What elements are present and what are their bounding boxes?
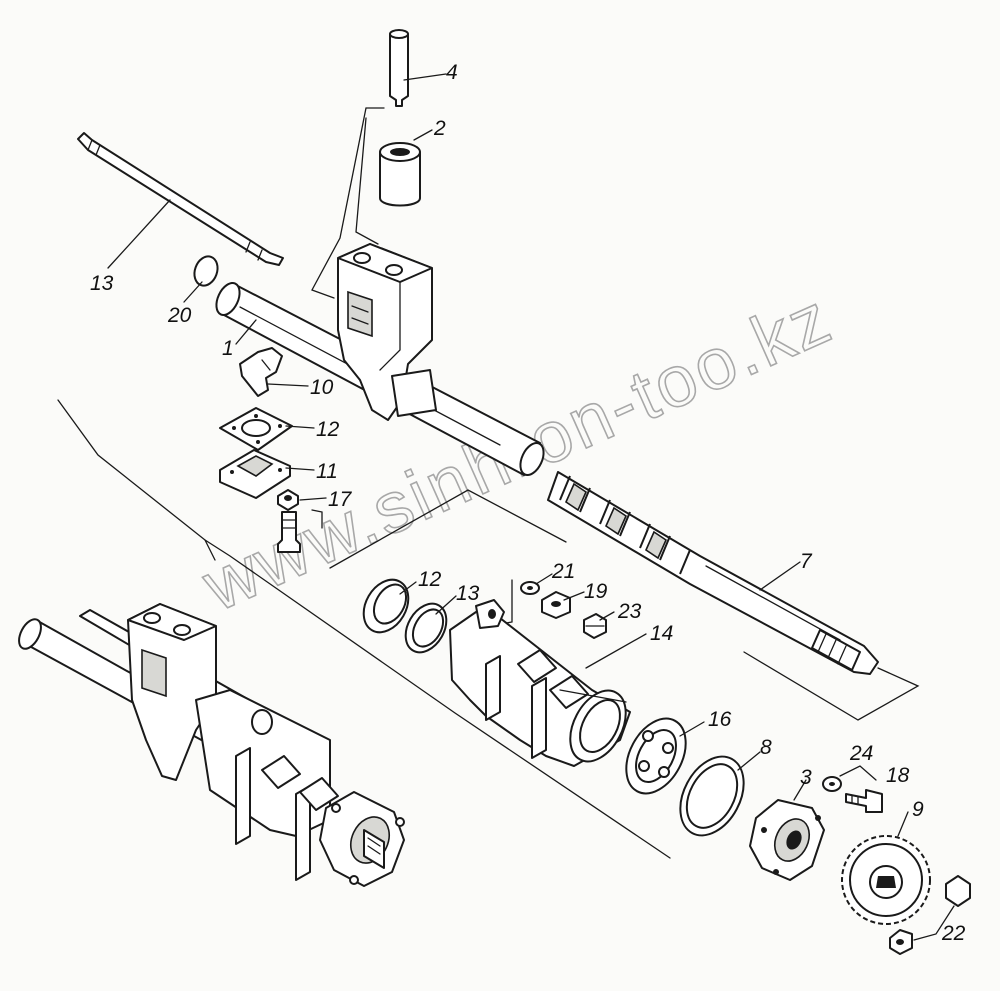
callout-labels: 4 2 13 20 1 10 12 11 17 7 21 19 12 13 23… [90,61,966,945]
part-13-ring [404,602,448,654]
leader-bushing-bracket [355,117,379,245]
part-20-ring [193,255,219,287]
callout-13-rod: 13 [90,272,114,295]
callout-2: 2 [433,117,446,140]
part-19-nut [541,591,571,619]
callout-leaders [107,73,909,837]
part-22-nuts [889,875,971,955]
callout-7: 7 [800,550,813,573]
part-18-bolt [845,789,883,813]
part-9-sprocket [841,835,931,925]
callout-16: 16 [708,708,732,731]
callout-23: 23 [617,600,642,623]
leader-middle-group [329,489,567,569]
part-2-bushing [379,142,421,207]
callout-14: 14 [650,622,673,645]
bracket-housing-upper [337,243,437,421]
callout-20: 20 [167,304,192,327]
part-11-cover [219,449,291,499]
callout-24: 24 [849,742,873,765]
part-16-bearing [625,717,687,795]
part-4-pin [389,29,409,107]
part-12-seal [362,578,410,634]
part-13-rod [77,132,284,266]
part-17-nut-bolt [277,489,301,553]
callout-13-ring: 13 [456,582,480,605]
part-3-cover [749,799,825,881]
callout-11: 11 [316,460,338,483]
part-21-washer [520,581,540,595]
callout-1: 1 [222,337,234,360]
assembled-unit [18,603,405,887]
leader-22 [913,905,955,941]
callout-22: 22 [941,922,966,945]
callout-12-seal: 12 [418,568,442,591]
callout-21: 21 [551,560,575,583]
part-8-gasket [679,755,745,837]
part-10-fork [239,347,283,397]
part-14-housing [449,599,631,767]
leader-pin-bracket [311,107,385,299]
part-23-plug [583,613,607,639]
part-7-worm-shaft [547,471,879,675]
callout-18: 18 [886,764,910,787]
frame-lines [57,399,671,859]
callout-8: 8 [760,736,772,759]
leader-24-18 [839,765,877,781]
callout-12-gasket: 12 [316,418,340,441]
leader-7-bottom [743,651,920,721]
part-12-gasket [219,407,293,451]
callout-4: 4 [446,61,458,84]
leader-17 [311,509,323,529]
callout-10: 10 [310,376,334,399]
callout-3: 3 [800,766,812,789]
callout-17: 17 [328,488,353,511]
callout-9: 9 [912,798,924,821]
callout-19: 19 [584,580,608,603]
part-24-washer [822,776,842,792]
